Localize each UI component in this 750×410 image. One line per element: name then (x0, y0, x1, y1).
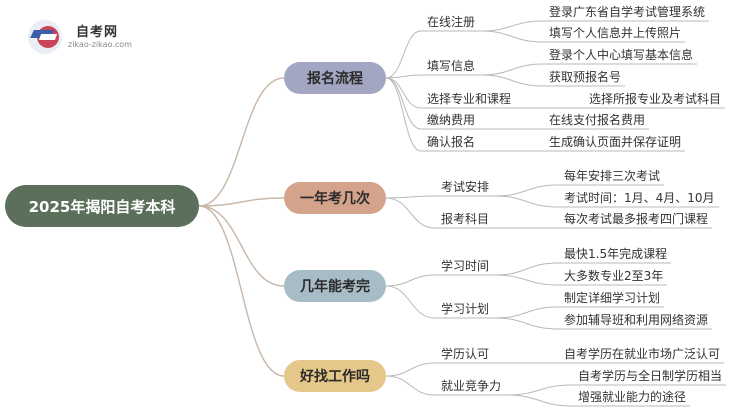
site-logo[interactable]: 自考网 zikao-zikao.com (28, 18, 158, 54)
branch-sub-connector (385, 74, 422, 79)
leaf-node: 大多数专业2至3年 (564, 269, 664, 283)
sub-node: 就业竞争力 (441, 379, 502, 393)
branch-registration-process: 报名流程 (284, 62, 386, 94)
sub-leaf-connector (494, 184, 559, 197)
root-branch-connector (198, 205, 285, 287)
logo-subtitle: zikao-zikao.com (68, 40, 132, 49)
leaf-node: 填写个人信息并上传照片 (549, 26, 682, 40)
leaf-node: 生成确认页面并保存证明 (549, 135, 682, 149)
leaf-node: 自考学历在就业市场广泛认可 (564, 347, 721, 361)
branch-years-to-finish: 几年能考完 (284, 270, 386, 302)
leaf-node: 制定详细学习计划 (564, 291, 661, 305)
branch-sub-connector (385, 77, 422, 130)
branch-job-prospects: 好找工作吗 (284, 360, 386, 392)
leaf-node: 每年安排三次考试 (564, 169, 661, 183)
sub-node: 报考科目 (441, 212, 490, 226)
sub-leaf-connector (480, 20, 544, 32)
sub-leaf-connector (480, 74, 544, 87)
branch-sub-connector (385, 197, 436, 229)
sub-node: 填写信息 (427, 59, 476, 73)
leaf-node: 自考学历与全日制学历相当 (578, 369, 723, 383)
sub-node: 考试安排 (441, 180, 490, 194)
branch-sub-connector (385, 77, 422, 152)
branch-sub-connector (385, 30, 422, 79)
sub-leaf-connector (494, 195, 559, 208)
root-branch-connector (198, 205, 285, 377)
sub-leaf-connector (480, 63, 544, 76)
leaf-node: 选择所报专业及考试科目 (589, 92, 722, 106)
leaf-node: 考试时间：1月、4月、10月 (564, 191, 715, 205)
branch-sub-connector (385, 195, 436, 199)
sub-node: 缴纳费用 (427, 113, 476, 127)
sub-leaf-connector (506, 394, 573, 407)
leaf-node: 登录广东省自学考试管理系统 (549, 5, 706, 19)
root-branch-connector (198, 77, 285, 207)
sub-leaf-connector (494, 317, 559, 330)
leaf-node: 最快1.5年完成课程 (564, 247, 668, 261)
sub-leaf-connector (494, 262, 559, 276)
sub-node: 在线注册 (427, 15, 476, 29)
logo-emblem-icon (28, 20, 62, 54)
sub-node: 学习计划 (441, 302, 490, 316)
root-branch-connector (198, 197, 285, 207)
sub-node: 学历认可 (441, 347, 490, 361)
leaf-node: 每次考试最多报考四门课程 (564, 212, 709, 226)
sub-leaf-connector (480, 30, 544, 43)
leaf-node: 增强就业能力的途径 (578, 390, 687, 404)
root-node: 2025年揭阳自考本科 (5, 185, 199, 227)
sub-node: 学习时间 (441, 259, 490, 273)
branch-sub-connector (385, 285, 436, 319)
branch-sub-connector (385, 362, 436, 377)
leaf-node: 参加辅导班和利用网络资源 (564, 313, 709, 327)
logo-title: 自考网 (76, 25, 119, 40)
branch-exams-per-year: 一年考几次 (284, 182, 386, 214)
branch-sub-connector (385, 375, 436, 396)
sub-leaf-connector (494, 274, 559, 286)
branch-sub-connector (385, 274, 436, 287)
sub-leaf-connector (494, 306, 559, 319)
sub-node: 确认报名 (427, 135, 476, 149)
leaf-node: 在线支付报名费用 (549, 113, 646, 127)
leaf-node: 获取预报名号 (549, 70, 622, 84)
leaf-node: 登录个人中心填写基本信息 (549, 48, 694, 62)
sub-leaf-connector (506, 384, 573, 396)
sub-node: 选择专业和课程 (427, 92, 512, 106)
